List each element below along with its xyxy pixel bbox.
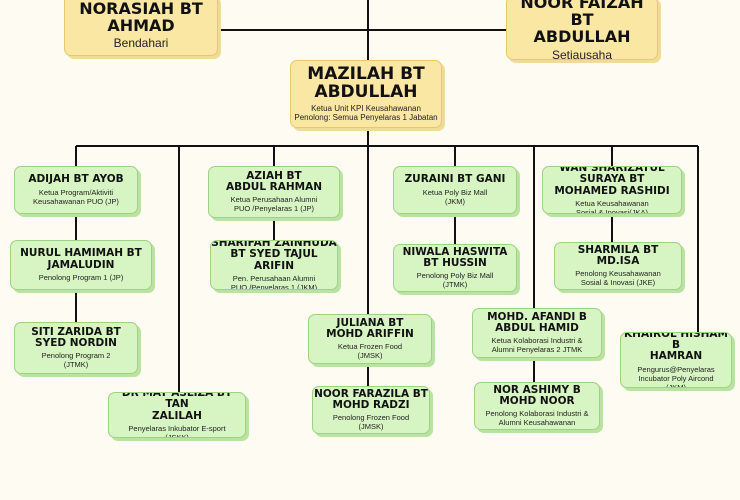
person-role: Ketua Kolaborasi Industri & Alumni Penye… <box>491 336 583 355</box>
person-name: NORASIAH BT AHMAD <box>79 0 203 35</box>
person-role: Ketua Program/Aktiviti Keusahawanan PUO … <box>33 187 119 206</box>
person-name: DR MAY ASLIZA BT TAN ZALILAH <box>121 392 233 422</box>
person-name: NOR ASHIMY B MOHD NOOR <box>493 383 581 407</box>
member-box: NOOR FARAZILA BT MOHD RADZI Penolong Fro… <box>312 386 430 434</box>
member-box: KHAIROL HISHAM B HAMRAN Pengurus@Penyela… <box>620 332 732 388</box>
person-name: SHARIFAH ZAINHUDA BT SYED TAJUL ARIFIN <box>211 240 337 272</box>
person-name: ADIJAH BT AYOB <box>28 173 124 186</box>
person-name: MOHD. AFANDI B ABDUL HAMID <box>487 310 587 334</box>
person-role: Penolong Kolaborasi Industri & Alumni Ke… <box>485 409 589 428</box>
person-role: Ketua Perusahaan Alumni PUO /Penyelaras … <box>230 195 318 214</box>
person-name: AZIAH BT ABDUL RAHMAN <box>225 169 323 193</box>
member-box: WAN SHARIZATUL SURAYA BT MOHAMED RASHIDI… <box>542 166 682 214</box>
head-box: MAZILAH BT ABDULLAH Ketua Unit KPI Keusa… <box>290 60 442 128</box>
member-box: SHARIFAH ZAINHUDA BT SYED TAJUL ARIFIN P… <box>210 240 338 290</box>
member-box: SHARMILA BT MD.ISA Penolong Keusahawanan… <box>554 242 682 290</box>
person-name: NURUL HAMIMAH BT JAMALUDIN <box>20 247 142 271</box>
person-role: Penyelaras Inkubator E-sport (JSKK) <box>128 424 226 438</box>
person-role: Penolong Frozen Food (JMSK) <box>332 413 410 432</box>
member-box: NURUL HAMIMAH BT JAMALUDIN Penolong Prog… <box>10 240 152 290</box>
person-name: NOOR FARAZILA BT MOHD RADZI <box>314 387 428 411</box>
setiausaha-box: NOOR FAIZAH BT ABDULLAH Setiausaha <box>506 0 658 60</box>
member-box: SITI ZARIDA BT SYED NORDIN Penolong Prog… <box>14 322 138 374</box>
person-name: ZURAINI BT GANI <box>404 173 506 186</box>
person-role: Setiausaha <box>551 47 613 60</box>
person-role: Pengurus@Penyelaras Incubator Poly Airco… <box>637 364 715 388</box>
person-name: WAN SHARIZATUL SURAYA BT MOHAMED RASHIDI <box>554 166 670 197</box>
person-name: MAZILAH BT ABDULLAH <box>307 64 425 103</box>
person-name: SITI ZARIDA BT SYED NORDIN <box>31 325 121 349</box>
person-name: SHARMILA BT MD.ISA <box>577 243 659 267</box>
member-box: AZIAH BT ABDUL RAHMAN Ketua Perusahaan A… <box>208 166 340 218</box>
bendahari-box: NORASIAH BT AHMAD Bendahari <box>64 0 218 56</box>
member-box: NIWALA HASWITA BT HUSSIN Penolong Poly B… <box>393 244 517 292</box>
member-box: NOR ASHIMY B MOHD NOOR Penolong Kolabora… <box>474 382 600 430</box>
person-role: Penolong Keusahawanan Sosial & Inovasi (… <box>575 269 661 288</box>
person-name: JULIANA BT MOHD ARIFFIN <box>326 316 414 340</box>
person-name: NOOR FAIZAH BT ABDULLAH <box>520 0 644 47</box>
person-role: Bendahari <box>113 36 169 51</box>
person-name: NIWALA HASWITA BT HUSSIN <box>402 245 508 269</box>
person-role: Ketua Poly Biz Mall (JKM) <box>422 187 488 206</box>
person-role: Pen. Perusahaan Alumni PUO /Penyelaras 1… <box>230 274 318 290</box>
member-box: ZURAINI BT GANI Ketua Poly Biz Mall (JKM… <box>393 166 517 214</box>
person-role: Ketua Frozen Food (JMSK) <box>337 342 403 361</box>
person-role: Ketua Keusahawanan Sosial & Inovasi(JKA) <box>575 199 649 214</box>
person-role: Ketua Unit KPI Keusahawanan Penolong: Se… <box>294 103 438 123</box>
person-role: Penolong Poly Biz Mall (JTMK) <box>416 271 494 290</box>
person-role: Penolong Program 2 (JTMK) <box>41 351 111 370</box>
member-box: DR MAY ASLIZA BT TAN ZALILAH Penyelaras … <box>108 392 246 438</box>
member-box: ADIJAH BT AYOB Ketua Program/Aktiviti Ke… <box>14 166 138 214</box>
person-role: Penolong Program 1 (JP) <box>38 272 124 282</box>
person-name: KHAIROL HISHAM B HAMRAN <box>624 332 728 363</box>
member-box: JULIANA BT MOHD ARIFFIN Ketua Frozen Foo… <box>308 314 432 364</box>
member-box: MOHD. AFANDI B ABDUL HAMID Ketua Kolabor… <box>472 308 602 358</box>
